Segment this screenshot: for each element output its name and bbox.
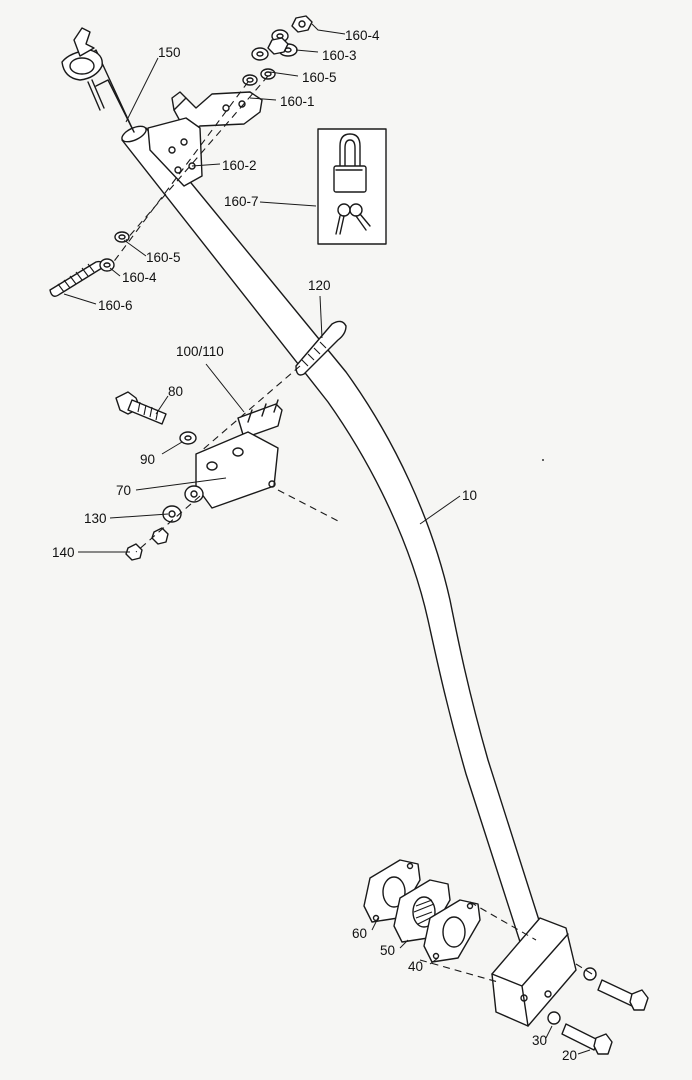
callout-labels: 160-4 160-3 160-5 160-1 150 160-2 160-7 … bbox=[52, 28, 577, 1063]
bolt-part-20-lower bbox=[547, 1011, 613, 1055]
nuts-part-140 bbox=[125, 527, 169, 561]
label-160-1: 160-1 bbox=[280, 94, 315, 109]
label-50: 50 bbox=[380, 943, 395, 958]
gasket-part-40 bbox=[423, 899, 481, 963]
label-30: 30 bbox=[532, 1033, 547, 1048]
label-160-2: 160-2 bbox=[222, 158, 257, 173]
label-160-5-low: 160-5 bbox=[146, 250, 181, 265]
label-80: 80 bbox=[168, 384, 183, 399]
label-150: 150 bbox=[158, 45, 181, 60]
u-bolt-part-160-6 bbox=[49, 231, 130, 297]
label-160-4-top: 160-4 bbox=[345, 28, 380, 43]
label-130: 130 bbox=[84, 511, 107, 526]
label-160-6: 160-6 bbox=[98, 298, 133, 313]
label-20: 20 bbox=[562, 1048, 577, 1063]
label-160-3: 160-3 bbox=[322, 48, 357, 63]
label-70: 70 bbox=[116, 483, 131, 498]
washers-part-130 bbox=[162, 485, 204, 523]
label-90: 90 bbox=[140, 452, 155, 467]
base-block bbox=[491, 917, 577, 1027]
label-160-5-top: 160-5 bbox=[302, 70, 337, 85]
label-160-4-low: 160-4 bbox=[122, 270, 157, 285]
top-hardware-stack bbox=[242, 15, 313, 86]
bolt-part-80 bbox=[115, 391, 167, 425]
label-40: 40 bbox=[408, 959, 423, 974]
label-100-110: 100/110 bbox=[176, 344, 224, 359]
lever-rod-part-150 bbox=[61, 27, 135, 133]
label-160-7: 160-7 bbox=[224, 194, 259, 209]
shift-tube-part-10 bbox=[121, 125, 545, 949]
label-120: 120 bbox=[308, 278, 331, 293]
label-140: 140 bbox=[52, 545, 75, 560]
label-10: 10 bbox=[462, 488, 477, 503]
plate-part-160-2 bbox=[147, 117, 203, 187]
bolt-part-20-upper bbox=[583, 967, 649, 1011]
mounting-plate-part-70 bbox=[195, 431, 279, 509]
u-bolt-part-120 bbox=[295, 320, 347, 376]
speck-mark bbox=[542, 459, 544, 461]
assembly-guide-lines bbox=[111, 75, 593, 983]
padlock-keys-part-160-7 bbox=[317, 128, 387, 245]
leader-lines bbox=[63, 23, 591, 1055]
washer-part-90 bbox=[179, 431, 197, 445]
clip-part-100-110 bbox=[237, 399, 283, 439]
label-60: 60 bbox=[352, 926, 367, 941]
